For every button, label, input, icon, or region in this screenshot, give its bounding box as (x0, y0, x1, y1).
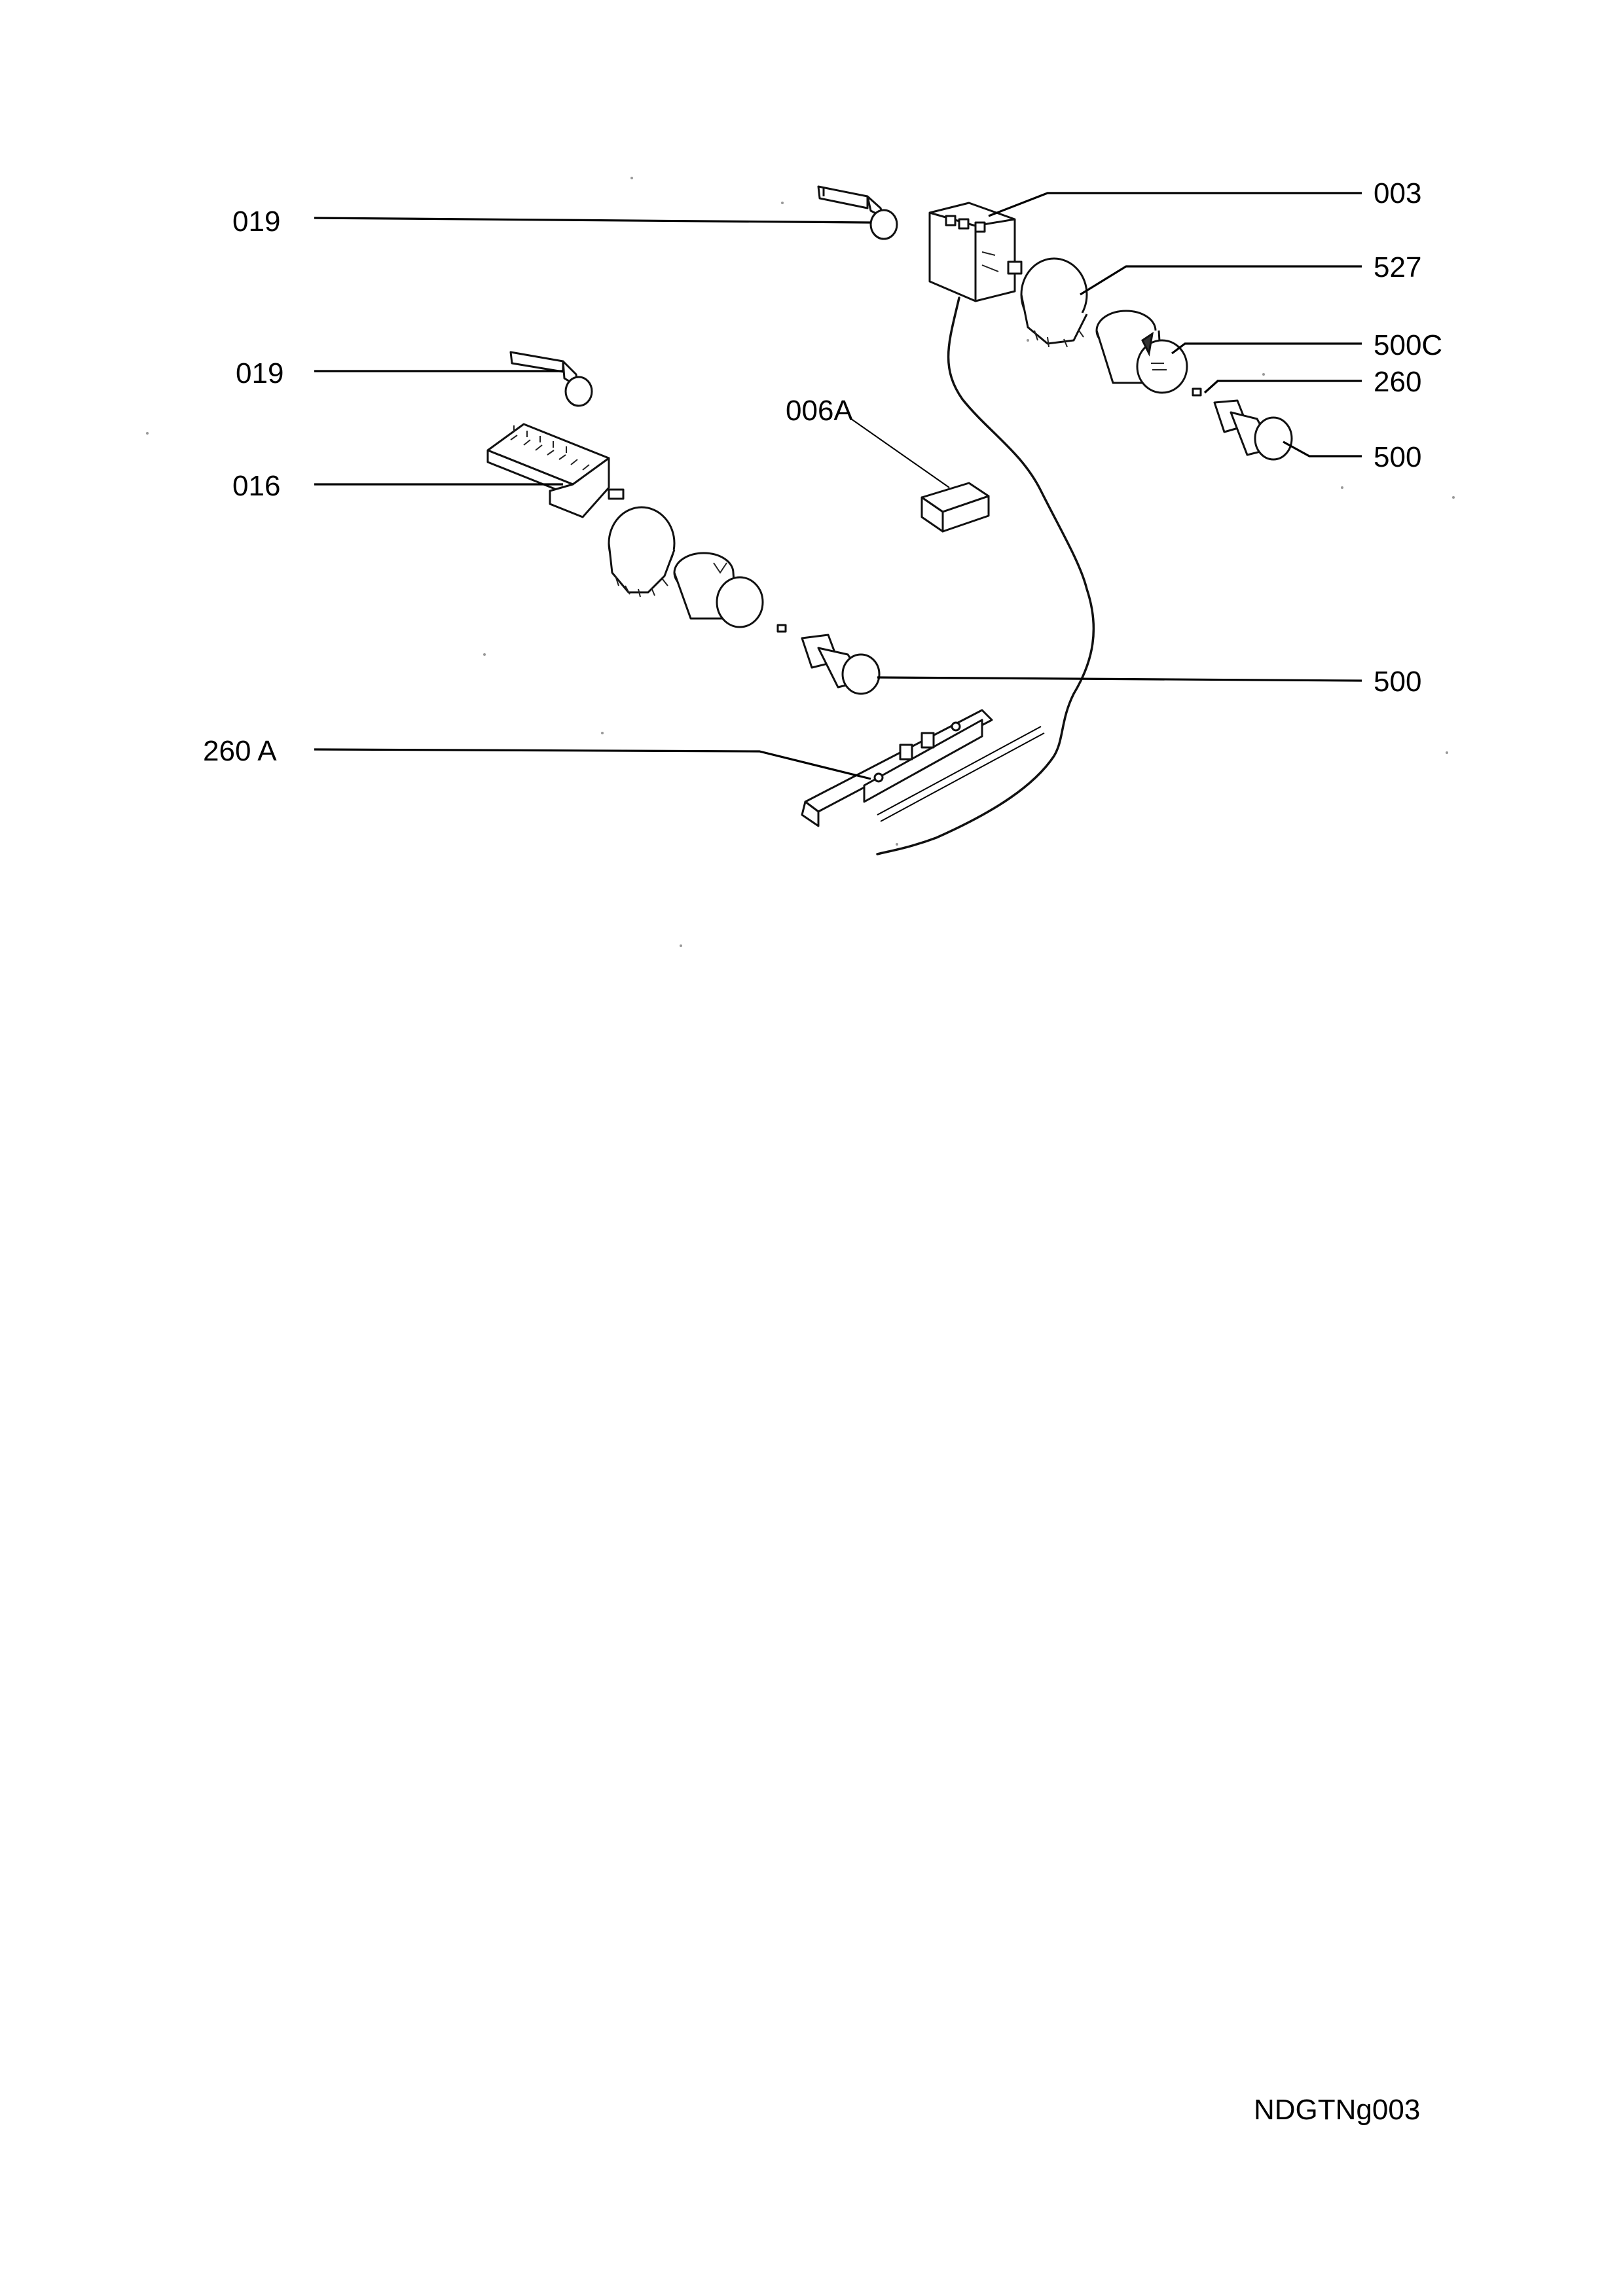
part-527-bezel (1020, 257, 1088, 348)
part-500C-cap (1095, 310, 1188, 394)
scan-specks (146, 177, 1455, 947)
part-006A-block (921, 482, 990, 533)
leader-260 (1203, 380, 1362, 394)
leader-527 (1080, 265, 1362, 296)
label-500-right: 500 (1374, 441, 1421, 473)
leader-260A (314, 748, 871, 780)
label-016: 016 (232, 470, 280, 502)
drawing-code: NDGTNg003 (1254, 2094, 1420, 2126)
leader-006A (850, 418, 950, 488)
part-500-right-knob (1213, 399, 1293, 461)
part-left-bezel (608, 506, 676, 598)
label-003: 003 (1374, 177, 1421, 209)
part-labels: 019 019 016 260 A 006A 003 527 500C 260 … (203, 177, 1442, 767)
leader-500C (1171, 342, 1362, 355)
part-260A-bracket (801, 709, 1045, 827)
part-left-cap (673, 552, 764, 628)
part-260-clip (1192, 387, 1202, 397)
part-016-selector-switch (486, 423, 625, 518)
part-019-top-lamp (817, 185, 898, 240)
part-003-thermostat (928, 202, 1023, 302)
part-left-clip (776, 624, 787, 633)
leader-019-top (314, 217, 871, 224)
label-006A: 006A (786, 395, 853, 427)
part-500-mid-knob (801, 634, 881, 695)
capillary-wire (876, 296, 1095, 855)
label-260: 260 (1374, 366, 1421, 398)
label-019-top: 019 (232, 206, 280, 238)
leader-003 (988, 192, 1362, 217)
part-019-mid-lamp (509, 351, 593, 407)
label-019-mid: 019 (236, 357, 283, 389)
label-500-mid: 500 (1374, 666, 1421, 698)
label-500C: 500C (1374, 329, 1442, 361)
label-260A: 260 A (203, 735, 277, 767)
leader-lines (314, 192, 1362, 780)
leader-500-right (1283, 440, 1362, 457)
leader-500-mid (877, 676, 1362, 682)
label-527: 527 (1374, 251, 1421, 283)
